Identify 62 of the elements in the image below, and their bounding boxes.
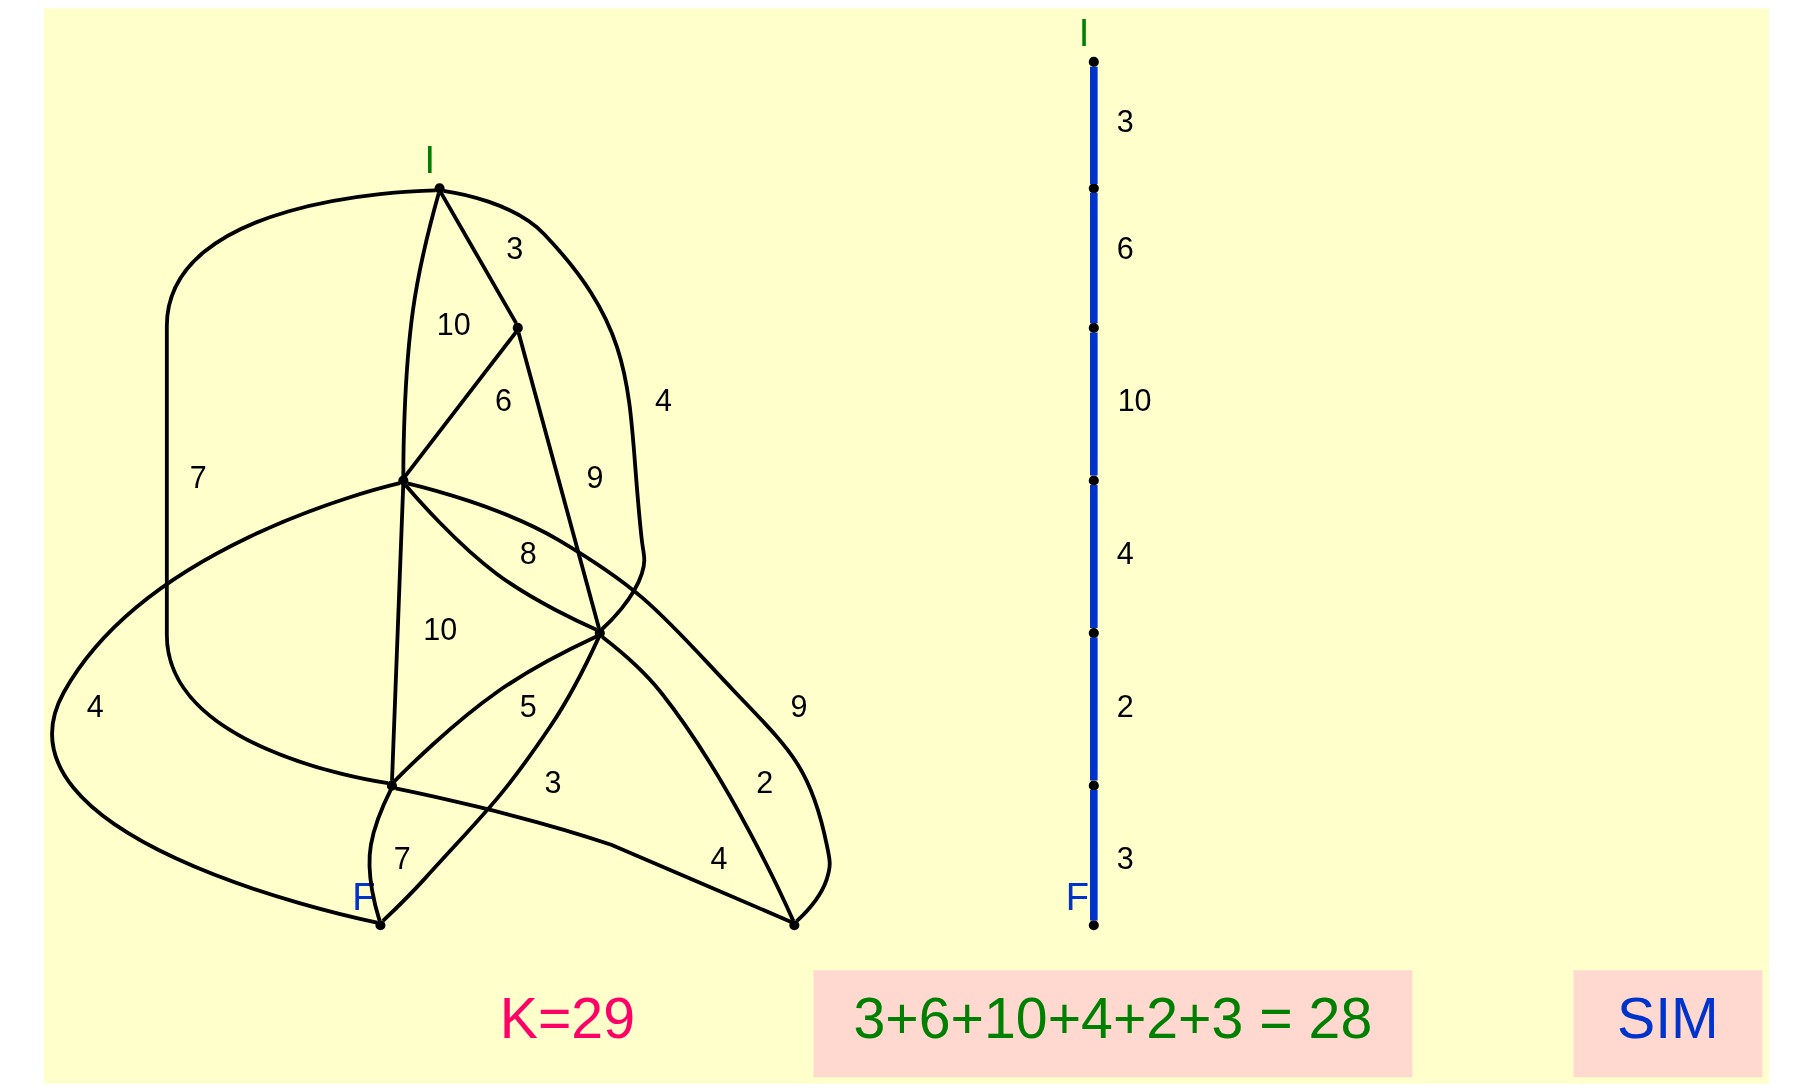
node-point [1088,920,1099,931]
edge-label: 4 [86,688,104,723]
node-point [1088,475,1099,486]
connector [390,484,406,781]
node-point [1088,183,1099,194]
edge-label: 10 [423,612,458,647]
connector [404,483,598,632]
edge-label: 6 [1116,230,1134,265]
connector [367,788,393,922]
edge-label: 9 [790,688,808,723]
node-label: I [424,137,436,181]
edge-label: 4 [1116,536,1134,571]
node-point [1088,322,1099,333]
label: 3+6+10+4+2+3 = 28 [853,986,1373,1051]
node-point [594,628,605,639]
edge-label: 4 [710,841,728,876]
connector [381,636,601,923]
node-point [386,780,397,791]
connector [1090,332,1098,476]
node-point [789,920,800,931]
connector [601,635,795,922]
node-label: I [1078,11,1090,55]
edge-label: 5 [519,688,537,723]
connector [1090,66,1098,184]
connector [395,786,792,924]
connector [401,192,441,477]
connector [403,330,518,478]
node-point [434,183,445,194]
label: K=29 [499,986,635,1051]
connector [393,634,598,783]
connector [1090,485,1098,629]
node-point [512,322,523,333]
edge-label: 3 [1116,104,1134,139]
node-point [1088,56,1099,67]
connector [50,481,401,925]
edge-label: 3 [506,230,524,265]
connector [406,481,832,923]
edge-label: 3 [544,764,562,799]
connector [516,331,601,629]
node-point [1088,628,1099,639]
node-point [398,475,409,486]
connector [164,188,436,786]
edge-label: 4 [655,383,673,418]
edge-label: 3 [1116,841,1134,876]
node-point [375,920,386,931]
edge-label: 2 [1116,688,1134,723]
edge-label: 2 [756,764,774,799]
edge-label: 10 [1117,383,1152,418]
edge-label: 7 [189,459,207,494]
node-point [1088,780,1099,791]
node-label: F [1065,874,1089,918]
connector [1090,637,1098,781]
edge-label: 7 [393,841,411,876]
edge-label: 10 [436,307,471,342]
connector [439,191,518,325]
edge-label: 6 [494,383,512,418]
edge-label: 8 [519,536,537,571]
label: SIM [1617,986,1719,1051]
connector [1090,192,1098,324]
connector [443,188,647,631]
edge-label: 9 [586,459,604,494]
connector [1090,789,1098,921]
